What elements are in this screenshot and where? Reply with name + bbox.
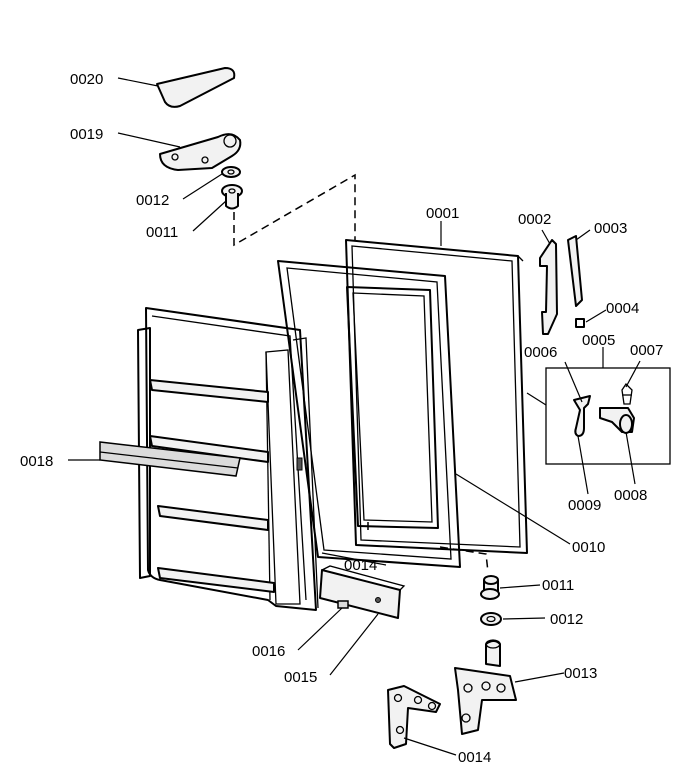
label-0008: 0008 bbox=[614, 487, 647, 504]
label-0014-mid: 0014 bbox=[344, 557, 377, 574]
label-0011-bottom: 0011 bbox=[542, 577, 574, 594]
part-0013-bottom-hinge bbox=[454, 639, 517, 735]
label-0013: 0013 bbox=[564, 665, 597, 682]
assembly-line-top bbox=[233, 173, 356, 247]
part-0020-hinge-cover bbox=[156, 67, 236, 108]
label-0010: 0010 bbox=[572, 539, 605, 556]
part-0012-washer-bottom bbox=[480, 612, 502, 626]
part-0014-door-bracket-bar bbox=[319, 565, 406, 619]
label-0016: 0016 bbox=[252, 643, 285, 660]
label-0015: 0015 bbox=[284, 669, 317, 686]
label-0002: 0002 bbox=[518, 211, 551, 228]
label-0011-top: 0011 bbox=[146, 224, 178, 241]
part-0016-screw bbox=[337, 600, 349, 609]
label-0012-top: 0012 bbox=[136, 192, 169, 209]
label-0003: 0003 bbox=[594, 220, 627, 237]
part-0002-door-handle bbox=[539, 239, 558, 335]
part-0005-hardware-kit bbox=[526, 367, 671, 465]
part-0019-top-hinge bbox=[159, 133, 242, 171]
label-0001: 0001 bbox=[426, 205, 459, 222]
part-0012-washer-top bbox=[221, 166, 241, 178]
label-0005: 0005 bbox=[582, 332, 615, 349]
assembly-line-bottom bbox=[367, 522, 489, 573]
part-0001-door-panel bbox=[345, 239, 528, 554]
label-0018: 0018 bbox=[20, 453, 53, 470]
part-0003-handle-trim bbox=[567, 235, 583, 307]
label-0019: 0019 bbox=[70, 126, 103, 143]
part-0011-hinge-pin-bottom bbox=[480, 575, 500, 600]
part-labels: 0020 0019 0012 0011 0001 0002 0003 0004 … bbox=[20, 71, 663, 766]
leader-lines bbox=[68, 77, 641, 756]
label-0020: 0020 bbox=[70, 71, 103, 88]
label-0014-bottom: 0014 bbox=[458, 749, 491, 766]
part-0011-hinge-pin-top bbox=[221, 184, 243, 210]
part-0004-clip bbox=[575, 318, 585, 328]
part-0018-inner-door-liner bbox=[99, 307, 319, 611]
part-0014-bottom-bracket bbox=[387, 685, 441, 749]
label-0004: 0004 bbox=[606, 300, 639, 317]
label-0009: 0009 bbox=[568, 497, 601, 514]
label-0006: 0006 bbox=[524, 344, 557, 361]
label-0012-bottom: 0012 bbox=[550, 611, 583, 628]
label-0007: 0007 bbox=[630, 342, 663, 359]
